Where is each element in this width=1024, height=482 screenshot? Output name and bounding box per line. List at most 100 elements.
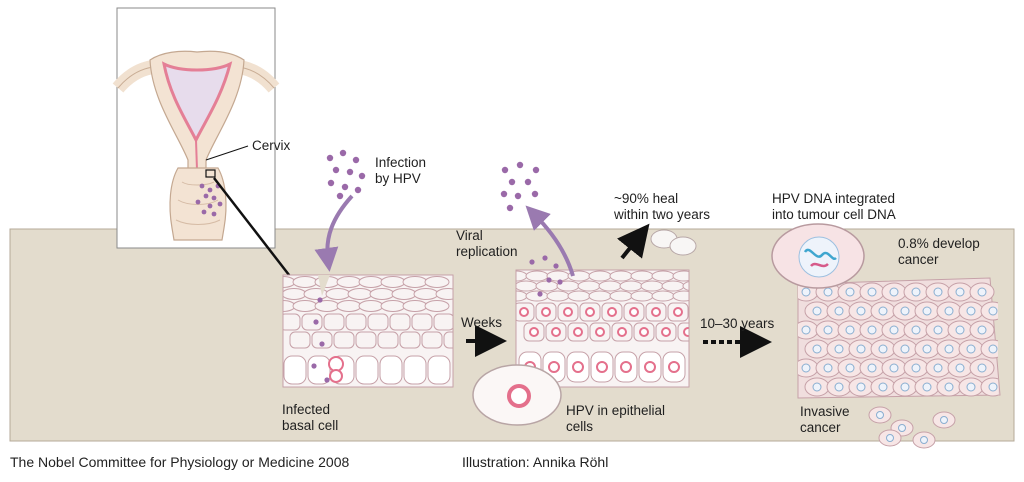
healed-cells	[650, 229, 697, 256]
virus-particle	[516, 161, 524, 169]
heal-arrow	[617, 223, 650, 260]
epithelial-cell	[345, 313, 367, 331]
cancer-nucleus	[878, 306, 888, 316]
squamous-cell	[424, 276, 450, 288]
epithelial-cell	[355, 331, 377, 349]
virus-particle	[195, 199, 201, 205]
hpv-nucleus	[548, 361, 560, 373]
virus-particle	[537, 291, 543, 297]
squamous-cell	[535, 280, 559, 292]
years-label: 10–30 years	[700, 316, 775, 331]
squamous-cell	[292, 276, 318, 288]
hpv-nucleus	[572, 361, 584, 373]
squamous-cell	[630, 270, 654, 282]
invasive-cancer-label: Invasive cancer	[800, 404, 850, 435]
cancer-nucleus	[878, 344, 888, 354]
virus-particle	[313, 319, 319, 325]
hpv-nucleus	[673, 307, 683, 317]
cancer-nucleus	[812, 306, 822, 316]
cancer-nucleus	[988, 382, 998, 392]
cancer-nucleus	[876, 411, 884, 419]
cancer-nucleus	[867, 325, 877, 335]
cancer-nucleus	[911, 363, 921, 373]
tissue-invasive-cancer	[797, 277, 1001, 449]
squamous-cell	[283, 288, 307, 300]
uterus-inset	[112, 7, 280, 249]
cancer-nucleus	[944, 382, 954, 392]
virus-particle	[557, 279, 563, 285]
squamous-cell	[630, 290, 654, 302]
epithelial-cell	[289, 331, 311, 349]
squamous-cell	[336, 276, 362, 288]
squamous-cell	[651, 290, 675, 302]
cancer-nucleus	[988, 344, 998, 354]
hpv-nucleus	[563, 307, 573, 317]
squamous-cell	[661, 280, 685, 292]
virus-particle	[546, 277, 552, 283]
cancer-nucleus	[823, 363, 833, 373]
infected-nucleus	[329, 369, 343, 383]
cancer-nucleus	[966, 306, 976, 316]
virus-particle	[317, 297, 323, 303]
epithelial-cell	[283, 313, 301, 331]
virus-particle	[332, 166, 340, 174]
squamous-cell	[336, 300, 362, 312]
epithelial-cell	[377, 331, 399, 349]
cancer-nucleus	[845, 287, 855, 297]
squamous-cell	[402, 276, 428, 288]
infection-label: Infection by HPV	[375, 155, 427, 186]
cancer-nucleus	[933, 287, 943, 297]
enlarged-tumour-cell	[771, 223, 865, 289]
hpv-nucleus	[529, 327, 539, 337]
virus-particle	[501, 166, 509, 174]
epithelial-cell	[421, 331, 443, 349]
squamous-cell	[292, 300, 318, 312]
cancer-nucleus	[845, 363, 855, 373]
squamous-cell	[402, 300, 428, 312]
virus-entering	[311, 297, 330, 383]
virus-particle	[211, 211, 217, 217]
virus-particle	[201, 209, 207, 215]
hpv-in-epithelial-label: HPV in epithelial cells	[566, 403, 666, 434]
squamous-cell	[525, 270, 549, 282]
hpv-nucleus	[595, 327, 605, 337]
cancer-nucleus	[823, 325, 833, 335]
virus-particle	[354, 186, 362, 194]
virus-particle	[336, 192, 344, 200]
cervix-zoom-marker	[205, 169, 216, 178]
cancer-nucleus	[922, 344, 932, 354]
virus-particle	[508, 178, 516, 186]
cancer-nucleus	[911, 287, 921, 297]
viral-replication-label: Viral replication	[456, 228, 518, 259]
cancer-nucleus	[889, 325, 899, 335]
cancer-nucleus	[900, 382, 910, 392]
squamous-cell	[325, 288, 351, 300]
cancer-nucleus	[834, 382, 844, 392]
squamous-cell	[391, 288, 417, 300]
virus-particle	[211, 195, 217, 201]
epithelial-cell	[399, 331, 421, 349]
virus-particle	[500, 190, 508, 198]
epithelial-cell	[433, 313, 453, 331]
virus-particle	[532, 166, 540, 174]
cancer-nucleus	[966, 344, 976, 354]
hpv-nucleus	[607, 307, 617, 317]
enlarged-epithelial-cell	[472, 364, 562, 426]
virus-particle	[207, 187, 213, 193]
cancer-nucleus	[878, 382, 888, 392]
virus-particle	[311, 363, 317, 369]
cancer-nucleus	[845, 325, 855, 335]
cancer-nucleus	[801, 287, 811, 297]
virus-particle	[524, 178, 532, 186]
infection-arrow	[314, 194, 354, 272]
epithelial-cell	[311, 331, 333, 349]
cancer-nucleus	[933, 325, 943, 335]
develop-cancer-label: 0.8% develop cancer	[898, 236, 980, 267]
squamous-cell	[609, 290, 633, 302]
virus-particle	[339, 149, 347, 157]
tissue-infected	[283, 275, 453, 387]
virus-particle	[529, 259, 535, 265]
squamous-cell	[347, 288, 373, 300]
cancer-nucleus	[988, 306, 998, 316]
